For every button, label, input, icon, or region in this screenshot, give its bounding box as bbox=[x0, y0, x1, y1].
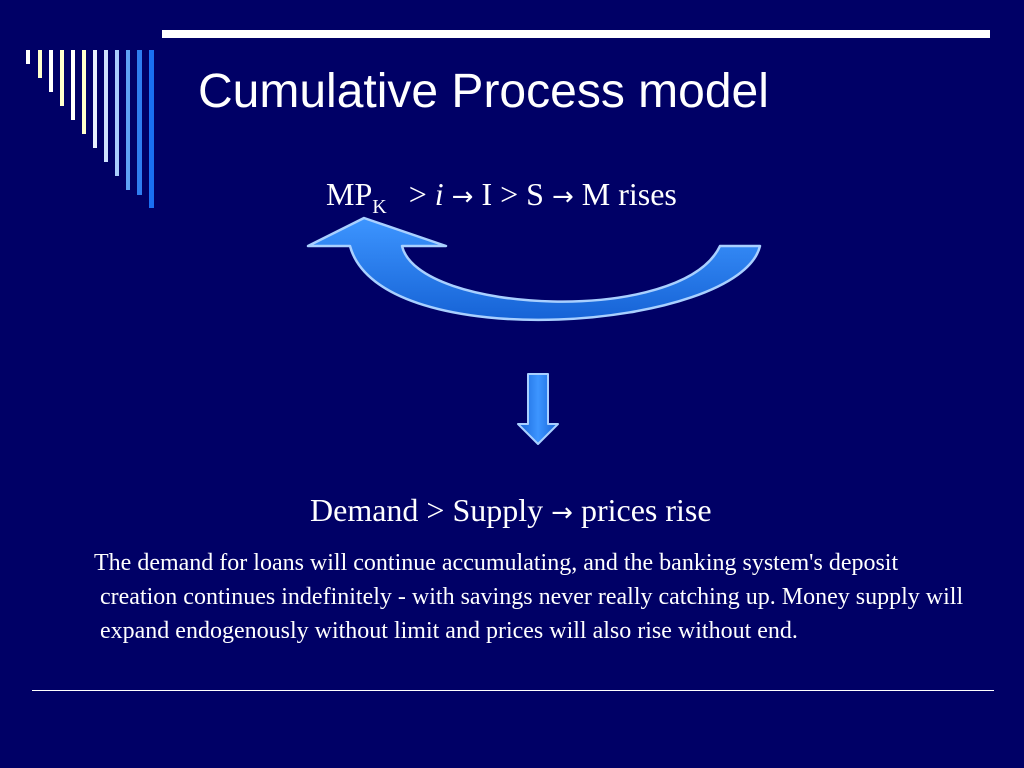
formula-subscript: K bbox=[372, 196, 387, 218]
decorative-stripes bbox=[26, 50, 154, 208]
right-arrow-icon: → bbox=[451, 182, 474, 212]
formula-result: M rises bbox=[581, 176, 677, 212]
curved-feedback-arrow-icon bbox=[306, 216, 762, 322]
formula-savings: S bbox=[526, 176, 544, 212]
down-arrow-icon bbox=[517, 373, 559, 445]
prices-rise-label: prices rise bbox=[580, 492, 712, 528]
demand-gt: > bbox=[426, 492, 445, 528]
explanation-paragraph: The demand for loans will continue accum… bbox=[94, 550, 964, 644]
formula-investment: I bbox=[481, 176, 493, 212]
formula-interest: i bbox=[434, 176, 444, 212]
right-arrow-icon: → bbox=[551, 182, 574, 212]
formula-gt-2: > bbox=[500, 176, 519, 212]
top-rule bbox=[162, 30, 990, 38]
slide-title: Cumulative Process model bbox=[198, 65, 769, 118]
right-arrow-icon: → bbox=[551, 498, 573, 528]
demand-supply-line: Demand > Supply → prices rise bbox=[310, 488, 712, 535]
formula-line: MPK > i → I > S → M rises bbox=[326, 172, 677, 219]
formula-gt-1: > bbox=[408, 176, 427, 212]
formula-mp: MP bbox=[326, 176, 373, 212]
supply-label: Supply bbox=[452, 492, 544, 528]
demand-label: Demand bbox=[310, 492, 419, 528]
bottom-rule bbox=[32, 690, 994, 691]
